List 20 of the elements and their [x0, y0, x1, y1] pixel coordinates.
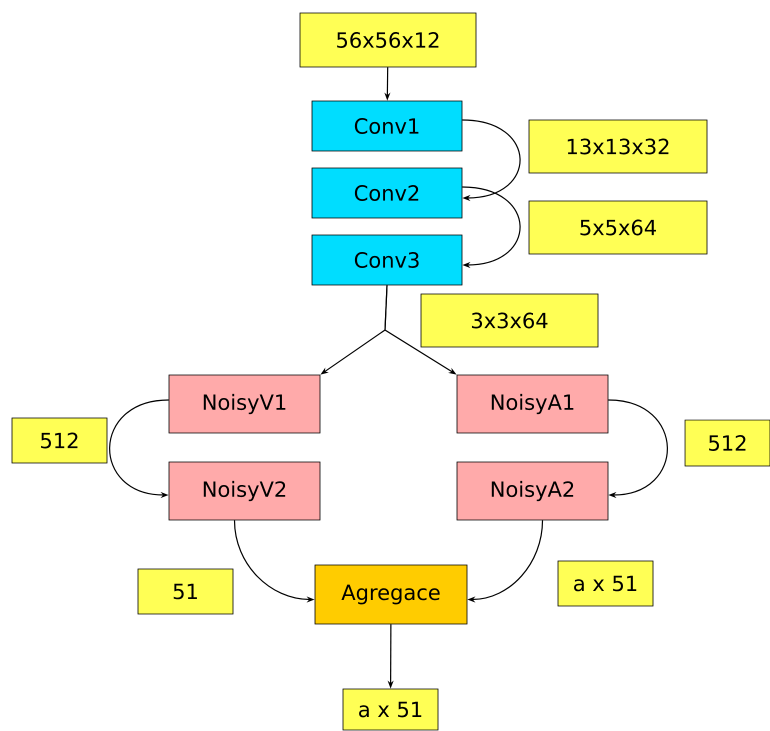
size-box: 51 [138, 568, 234, 614]
size-box: 13x13x32 [528, 120, 708, 174]
noisy-layer-box: NoisyV2 [168, 462, 320, 520]
aggregation-box: Agregace [314, 564, 468, 624]
conv-layer-box: Conv3 [312, 234, 462, 286]
size-box: 3x3x64 [420, 294, 598, 348]
conv-layer-box: Conv2 [312, 168, 462, 218]
noisy-layer-box: NoisyV1 [168, 374, 320, 434]
arrow [462, 119, 521, 202]
noisy-layer-box: NoisyA2 [456, 462, 608, 520]
noisy-layer-box: NoisyA1 [456, 374, 608, 434]
size-box: a x 51 [342, 688, 438, 730]
size-box: 512 [684, 420, 770, 466]
conv-layer-box: Conv1 [312, 100, 462, 152]
arrow [608, 399, 668, 498]
size-box: 56x56x12 [300, 12, 476, 68]
arrow [462, 186, 521, 268]
size-box: a x 51 [558, 560, 654, 606]
size-box: 5x5x64 [528, 200, 708, 254]
size-box: 512 [12, 418, 108, 464]
